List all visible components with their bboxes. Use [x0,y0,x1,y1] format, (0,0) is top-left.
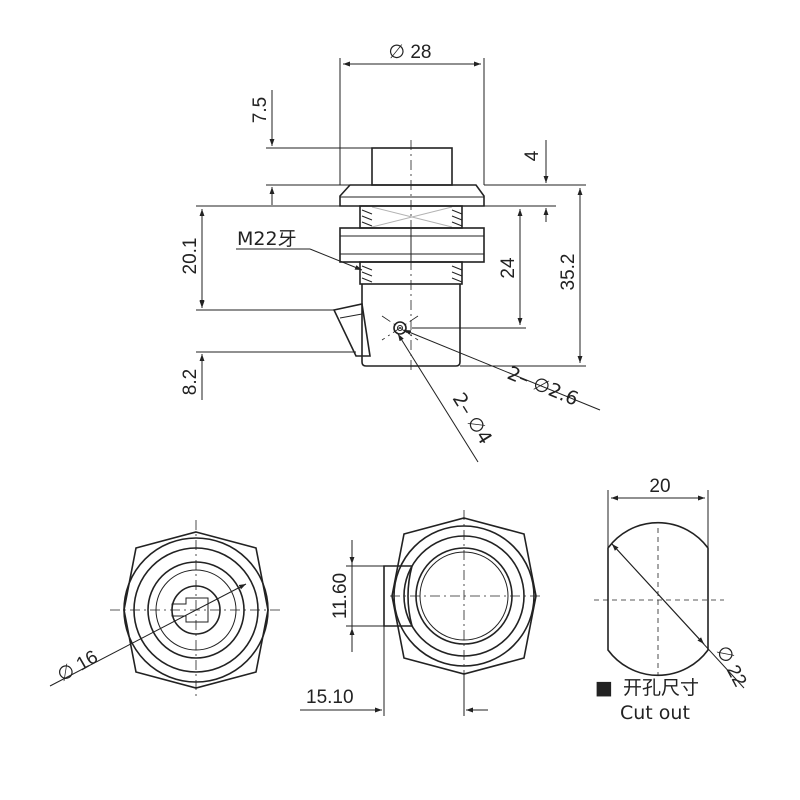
cutout-title-en: Cut out [620,702,690,724]
cutout-title-cn: 开孔尺寸 [623,677,699,699]
dim-20-1-label: 20.1 [180,238,201,275]
dim-35-2-label: 35.2 [558,254,579,291]
cutout-outline [607,521,709,677]
dim-15-10-label: 15.10 [306,687,354,708]
dim-35-2: 35.2 [460,184,586,367]
dim-8-2: 8.2 [180,290,356,400]
front-latch [383,565,414,627]
dim-7-5: 7.5 [250,90,372,205]
holes-large-label: 2– ∅4 [448,389,496,448]
dim-holes-small: 2– ∅2.6 [403,329,601,411]
cutout-marker: ■ [595,677,613,699]
holes-small-label: 2– ∅2.6 [504,362,581,410]
dim-thread: M22牙 [236,228,363,271]
cutout-view: 20 ∅ 22 ■ 开孔尺寸 Cut out [594,476,750,724]
dim-11-60-label: 11.60 [330,573,351,619]
dim-d28: ∅ 28 [339,42,485,185]
dim-d22-label: ∅ 22 [712,642,751,690]
dim-20-1: 20.1 [180,205,340,311]
dim-24: 24 [412,205,526,329]
rear-view: ∅ 16 [49,520,282,700]
front-view: 11.60 15.10 [300,510,544,716]
dim-8-2-label: 8.2 [180,369,201,395]
hex-nut [339,227,485,263]
latch-tongue [332,303,371,357]
dim-24-label: 24 [498,257,519,279]
svg-text:■ 开孔尺寸: ■ 开孔尺寸 [595,677,699,699]
dim-holes-large: 2– ∅4 [397,333,496,463]
side-view [332,140,485,370]
dim-d28-label: ∅ 28 [389,42,432,63]
key-slot [171,597,209,623]
push-button-cap [371,147,453,186]
dim-7-5-label: 7.5 [250,97,271,123]
thread-label: M22牙 [237,228,297,250]
dim-d16-label: ∅ 16 [54,647,102,687]
dim-20-label: 20 [649,476,670,497]
flange [339,184,485,207]
dim-4-label: 4 [522,150,543,161]
